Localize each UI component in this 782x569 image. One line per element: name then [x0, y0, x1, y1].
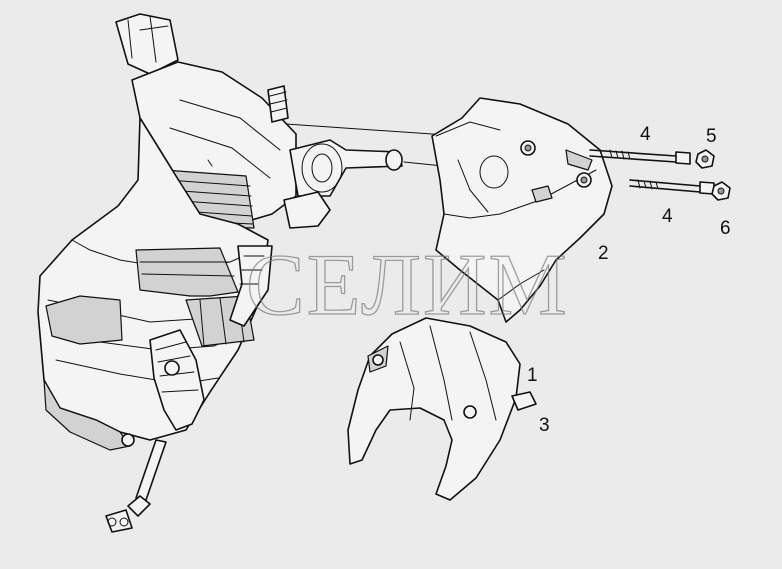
- frame-assembly: [37, 13, 403, 533]
- lower-cover-part-1: [347, 317, 537, 501]
- washer-part-6: [711, 181, 731, 201]
- callout-6: 6: [720, 218, 731, 239]
- upper-cover-part-2: [431, 97, 613, 323]
- nut-part-5: [695, 149, 715, 169]
- callout-1: 1: [527, 365, 538, 386]
- callout-labels: 1 2 3 4 4 5 6: [527, 124, 731, 436]
- bolt-upper-part-4: [589, 149, 691, 165]
- callout-4-upper: 4: [640, 124, 651, 145]
- callout-5: 5: [706, 126, 717, 147]
- callout-4-lower: 4: [662, 206, 673, 227]
- bolt-lower-part-4: [629, 179, 715, 195]
- callout-2: 2: [598, 243, 609, 264]
- callout-3: 3: [539, 415, 550, 436]
- watermark-text: СЕЛИМ: [246, 237, 569, 334]
